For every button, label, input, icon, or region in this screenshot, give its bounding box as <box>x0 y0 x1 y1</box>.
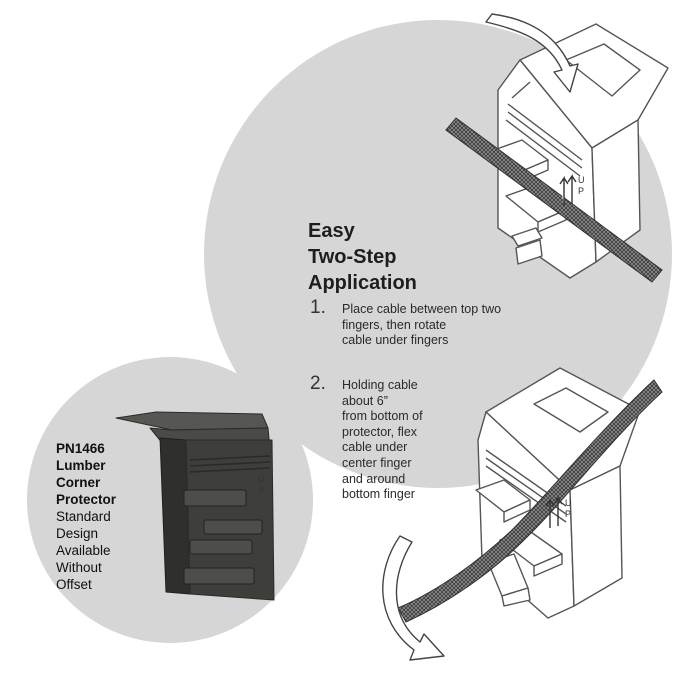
heading-line-1: Easy <box>308 220 355 242</box>
top-curved-arrow <box>485 13 579 93</box>
bottom-up-label-u: U <box>565 498 572 508</box>
product-photo <box>115 411 275 601</box>
bottom-up-arrow <box>545 495 563 528</box>
bottom-cable <box>397 379 663 623</box>
product-note-line-4: Without <box>56 560 102 575</box>
top-cable <box>445 117 663 283</box>
step-2-line-8: bottom finger <box>342 487 415 502</box>
product-name-line-2: Corner <box>56 475 101 490</box>
step-1-line-2: fingers, then rotate <box>342 317 447 332</box>
heading-line-3: Application <box>308 272 417 294</box>
step-2-line-3: from bottom of <box>342 409 423 424</box>
product-caption: PN1466 Lumber Corner Protector Standard … <box>56 440 116 593</box>
step-1-number: 1. <box>310 297 326 318</box>
step-2-text: Holding cable about 6” from bottom of pr… <box>342 378 423 503</box>
step-2-line-5: cable under <box>342 440 408 455</box>
step-2-line-4: protector, flex <box>342 424 418 439</box>
step-2-line-1: Holding cable <box>342 378 418 392</box>
step-1-line-1: Place cable between top two <box>342 302 502 316</box>
top-protector-drawing <box>493 23 669 279</box>
product-note-line-3: Available <box>56 543 111 558</box>
product-up-label-u: U <box>258 474 265 484</box>
top-up-arrow <box>559 173 577 206</box>
product-note-line-5: Offset <box>56 577 92 592</box>
product-note-line-1: Standard <box>56 509 111 524</box>
product-number: PN1466 <box>56 441 105 456</box>
step-2-line-6: center finger <box>342 455 412 470</box>
step-1-text: Place cable between top two fingers, the… <box>342 302 501 349</box>
bottom-curved-arrow <box>382 535 445 661</box>
bottom-up-label-p: P <box>565 509 571 519</box>
step-2-number: 2. <box>310 373 326 394</box>
step-1-line-3: cable under fingers <box>342 333 449 348</box>
application-heading: Easy Two-Step Application <box>308 218 417 296</box>
step-2-line-2: about 6” <box>342 393 388 408</box>
product-name-line-1: Lumber <box>56 458 106 473</box>
step-2-line-7: and around <box>342 471 406 486</box>
top-up-label-u: U <box>578 175 585 185</box>
product-name-line-3: Protector <box>56 492 117 507</box>
product-note-line-2: Design <box>56 526 99 541</box>
product-up-label-p: P <box>258 486 264 496</box>
top-up-label-p: P <box>578 186 584 196</box>
heading-line-2: Two-Step <box>308 246 397 268</box>
